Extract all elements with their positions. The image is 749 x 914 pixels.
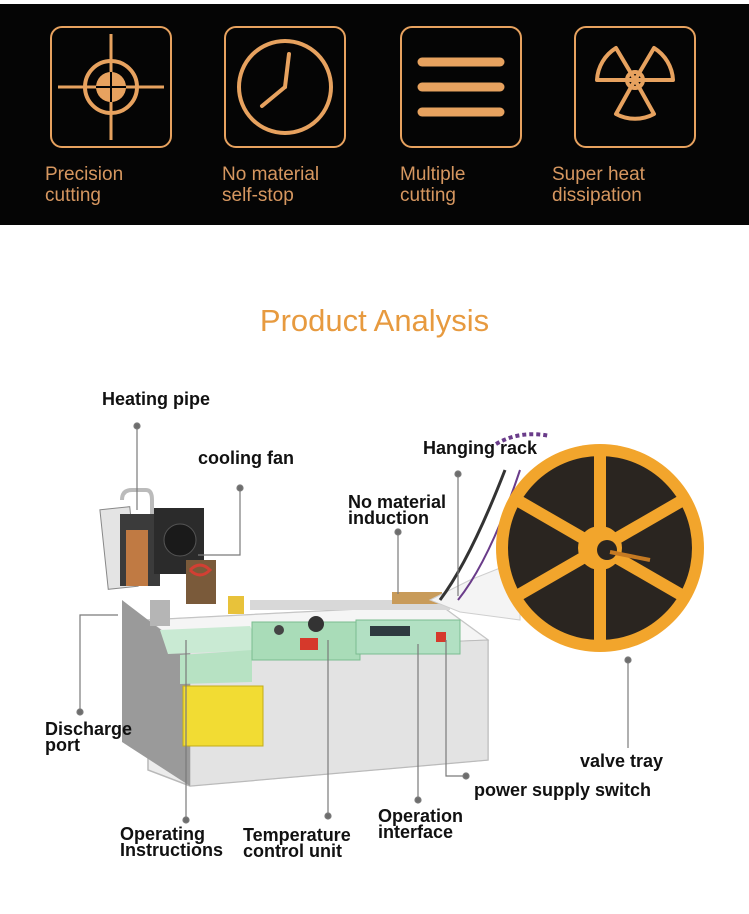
label-heating-pipe: Heating pipe [102, 389, 211, 409]
section-title: Product Analysis [259, 303, 490, 338]
lines-icon [400, 26, 522, 148]
feature-label: Multiple cutting [400, 164, 466, 206]
label-cooling-fan: cooling fan [198, 448, 294, 468]
label-operating-instructions: Operating Instructions [120, 824, 224, 860]
crosshair-icon [50, 26, 172, 148]
feature-label: No material self-stop [222, 164, 320, 206]
feature-label: Super heat dissipation [552, 164, 645, 206]
feature-banner: Precision cutting No material self-stop … [0, 4, 749, 225]
radiation-icon [574, 26, 696, 148]
label-valve-tray: valve tray [580, 751, 664, 771]
feature-label: Precision cutting [45, 164, 124, 206]
label-operation-interface: Operation interface [378, 806, 464, 842]
clock-icon [224, 26, 346, 148]
label-temperature-control-unit: Temperature control unit [243, 825, 351, 861]
label-power-supply-switch: power supply switch [474, 780, 652, 800]
label-discharge-port: Discharge port [45, 719, 133, 755]
label-no-material-induction: No material induction [348, 492, 447, 528]
label-hanging-rack: Hanging rack [423, 438, 538, 458]
